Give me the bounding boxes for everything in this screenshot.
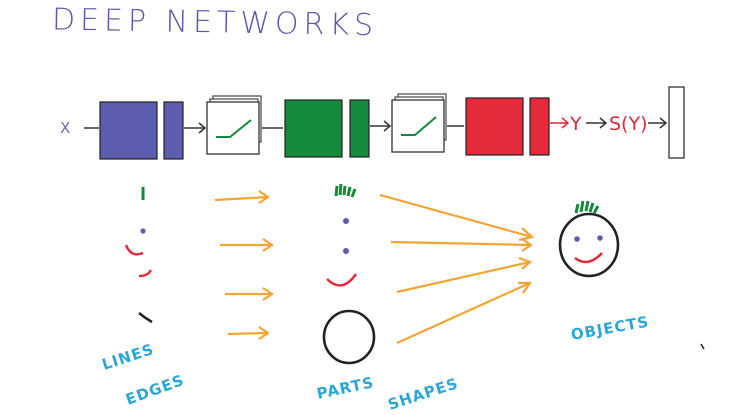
face-eye-right <box>597 235 603 241</box>
blue-bias-layer <box>163 101 184 160</box>
edge-features-column <box>124 187 153 324</box>
label-shapes: SHAPES <box>386 374 461 414</box>
face-smile <box>574 252 603 264</box>
red-curve-feature-1 <box>124 244 144 256</box>
label-edges: EDGES <box>123 371 187 409</box>
blue-eye-part-1 <box>343 218 349 224</box>
relu-unit-2 <box>391 93 447 153</box>
face-outline <box>558 212 620 278</box>
green-bias-layer <box>349 99 370 158</box>
red-smile-part <box>326 273 358 287</box>
parts-to-objects-arrows <box>379 193 535 345</box>
relu-curve-1 <box>216 119 252 138</box>
arrowhead-relu-2 <box>383 120 392 132</box>
blue-dot-feature <box>140 228 146 234</box>
label-lines: LINES <box>100 340 157 374</box>
relu-curve-2 <box>401 116 437 136</box>
orange-arrow-1 <box>214 190 270 204</box>
arrowhead-output <box>659 117 668 129</box>
green-hair-part <box>334 183 357 198</box>
black-circle-part <box>322 309 376 365</box>
face-hair <box>574 200 600 214</box>
arrowhead-relu-1 <box>198 122 207 134</box>
input-x-label: X <box>60 119 70 137</box>
orange-long-arrow-1 <box>379 193 535 242</box>
red-bias-layer <box>529 97 550 156</box>
object-face <box>558 200 620 278</box>
red-curve-feature-2 <box>138 269 153 278</box>
label-parts: PARTS <box>315 373 376 403</box>
relu-unit-1 <box>206 95 262 155</box>
face-eye-left <box>574 236 580 242</box>
green-linear-layer <box>284 99 343 158</box>
part-features-column <box>322 183 376 365</box>
output-y-label: Y <box>569 113 582 135</box>
orange-long-arrow-4 <box>396 281 533 345</box>
edges-to-parts-arrows <box>214 190 274 340</box>
stray-mark <box>700 343 705 350</box>
orange-arrow-3 <box>225 287 274 301</box>
label-objects: OBJECTS <box>570 312 651 343</box>
arrowhead-y <box>561 117 570 129</box>
black-curve-feature <box>138 312 153 324</box>
red-linear-layer <box>465 97 524 156</box>
orange-long-arrow-2 <box>390 238 533 252</box>
arrowhead-softmax <box>599 117 608 129</box>
orange-arrow-2 <box>220 238 274 252</box>
blue-linear-layer <box>99 101 158 160</box>
orange-long-arrow-3 <box>396 256 533 294</box>
orange-arrow-4 <box>227 326 270 340</box>
output-vector <box>668 86 685 159</box>
diagram-title: DEEP NETWORKS <box>52 2 379 43</box>
network-pipeline: X Y <box>60 86 685 160</box>
blue-eye-part-2 <box>343 248 349 254</box>
softmax-label: S(Y) <box>609 113 648 135</box>
